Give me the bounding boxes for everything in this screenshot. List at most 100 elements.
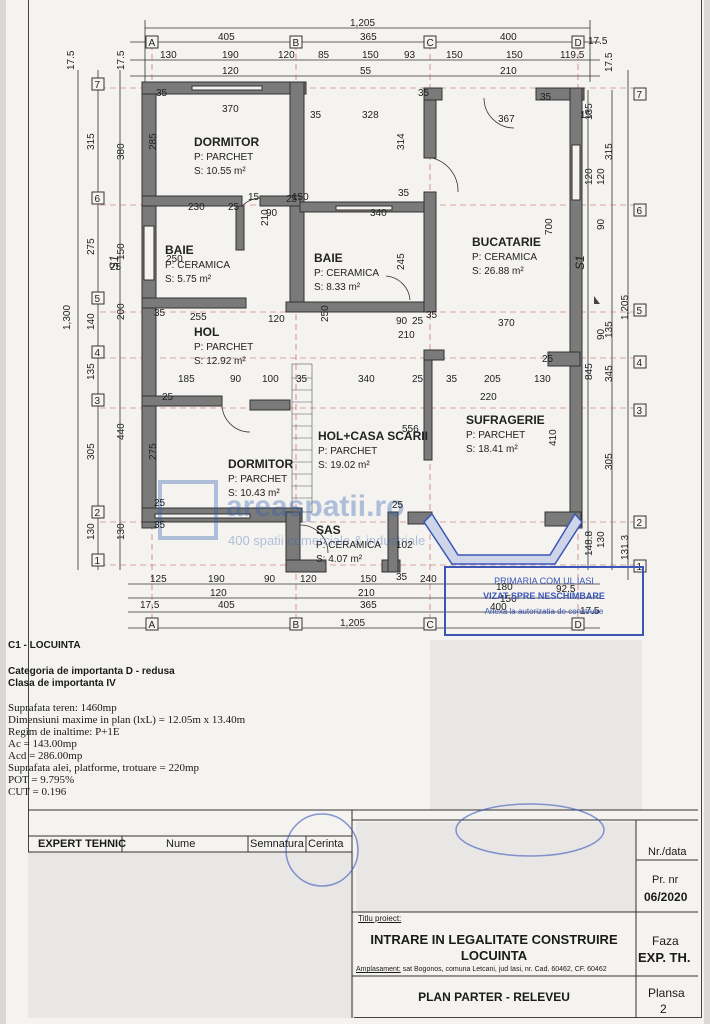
dim-interior: 25 [412, 316, 424, 327]
dim-right-inner: 700 [544, 218, 555, 235]
room-floor: P: PARCHET [194, 152, 253, 163]
dim-interior: 35 [398, 188, 410, 199]
dim-total-top: 1,205 [350, 18, 375, 29]
dim-interior: 35 [154, 520, 166, 531]
dim-right-inner: 845 [584, 363, 595, 380]
grid-label-left-bubble [91, 505, 105, 519]
sheet-label: Plansa [648, 986, 685, 1000]
room-name: SUFRAGERIE [466, 413, 545, 427]
dim-right-outer: 315 [604, 143, 615, 160]
info-line: Suprafata teren: 1460mp [8, 702, 117, 714]
dim-bottom-row1: 90 [264, 574, 276, 585]
dim-interior: 328 [362, 110, 379, 121]
dim-total-left: 1,300 [62, 305, 73, 330]
grid-label-right-bubble [633, 355, 647, 369]
dim-total-bottom: 1,205 [340, 618, 365, 629]
section-label-right: S1 [573, 255, 587, 270]
dim-bottom-row3: 405 [218, 600, 235, 611]
grid-label-top: D [575, 38, 582, 49]
dim-bottom-extra: 92.5 [556, 584, 576, 595]
grid-label-right: 5 [637, 306, 643, 317]
dim-bottom-row2: 210 [358, 588, 375, 599]
dim-interior: 185 [178, 374, 195, 385]
room-area: S: 12.92 m² [194, 356, 246, 367]
dim-right-inner: 148.8 [584, 531, 595, 556]
dim-interior: 410 [548, 429, 559, 446]
windows [143, 85, 581, 519]
dim-top-row2: 400 [500, 32, 517, 43]
stamp-line-vizat: VIZAT SPRE NESCHIMBARE [483, 591, 605, 601]
grid-label-left: 2 [95, 508, 101, 519]
dim-top-row3: 190 [222, 50, 239, 61]
grid-label-bottom: C [427, 620, 434, 631]
dim-right-inner: 120 [584, 168, 595, 185]
room-floor: P: PARCHET [318, 446, 377, 457]
grid-label-left-bubble [91, 291, 105, 305]
dim-right-mid: 90 [596, 218, 607, 230]
dim-interior: 245 [396, 253, 407, 270]
dim-bottom-row1: 240 [420, 574, 437, 585]
staircase [291, 363, 313, 513]
grid-label-right-bubble [633, 87, 647, 101]
dim-interior: 25 [110, 262, 122, 273]
dim-top-row3: 150 [362, 50, 379, 61]
dim-right-outer: 131.3 [620, 535, 631, 560]
dimension-lines-top [130, 20, 600, 82]
dim-bottom-extra: 150 [500, 594, 517, 605]
dim-interior: 370 [498, 318, 515, 329]
dim-left-outer: 275 [86, 238, 97, 255]
room-name: BAIE [314, 251, 343, 265]
dim-interior: 35 [296, 374, 308, 385]
grid-label-right-bubble [633, 303, 647, 317]
info-line: Dimensiuni maxime in plan (lxL) = 12.05m… [8, 714, 246, 726]
dim-interior: 275 [148, 443, 159, 460]
room-name: BAIE [165, 243, 194, 257]
room-area: S: 18.41 m² [466, 444, 518, 455]
dim-interior: 35 [418, 88, 430, 99]
room-name: HOL+CASA SCARII [318, 429, 428, 443]
dim-bottom-row2: 400 [490, 602, 507, 613]
grid-label-right: 4 [637, 358, 643, 369]
dim-interior: 100 [262, 374, 279, 385]
header-expert: EXPERT TEHNIC [38, 838, 127, 850]
grid-label-left-bubble [91, 345, 105, 359]
room-name: SAS [316, 523, 341, 537]
dim-interior: 90 [396, 316, 408, 327]
watermark-tagline: 400 spatii comerciale & industriale [228, 533, 425, 548]
grid-label-right-bubble [633, 403, 647, 417]
header-nume: Nume [166, 838, 196, 850]
grid-label-top-bubble [423, 35, 437, 49]
header-cerinta: Cerinta [308, 838, 344, 850]
grid-label-left: 5 [95, 294, 101, 305]
dimension-lines-sides [77, 70, 629, 580]
grid-label-left: 7 [95, 80, 101, 91]
dim-top-row3: 93 [404, 50, 416, 61]
dim-interior: 25 [412, 374, 424, 385]
room-floor: P: PARCHET [228, 474, 287, 485]
dim-interior: 90 [230, 374, 242, 385]
dim-interior: 102 [396, 540, 413, 551]
stamp-line-anexa: Anexa la autorizatia de construire [484, 607, 604, 616]
room-name: HOL [194, 325, 219, 339]
project-title-line-2: LOCUINTA [460, 948, 528, 963]
building-title: C1 - LOCUINTA [8, 640, 81, 651]
grid-label-left-bubble [91, 553, 105, 567]
dim-interior: 367 [498, 114, 515, 125]
dim-top-row3: 119.5 [560, 50, 585, 61]
dim-top-row3: 130 [160, 50, 177, 61]
floor-plan: areaspatii.ro 400 spatii comerciale & in… [77, 20, 640, 629]
dim-interior: 250 [166, 254, 183, 265]
importance-category: Categoria de importanta D - redusa [8, 666, 175, 677]
dim-left-inner: 130 [116, 523, 127, 540]
dim-left-outer: 17.5 [66, 50, 77, 70]
dim-left-outer: 130 [86, 523, 97, 540]
dim-top-row4: 210 [500, 66, 517, 77]
room-area: S: 10.55 m² [194, 166, 246, 177]
bay-window [423, 512, 583, 565]
redacted-area [28, 852, 354, 1018]
dim-interior: 25 [286, 194, 298, 205]
dim-bottom-row2: 120 [210, 588, 227, 599]
dim-left-outer: 305 [86, 443, 97, 460]
watermark-brand: areaspatii.ro [226, 490, 404, 523]
